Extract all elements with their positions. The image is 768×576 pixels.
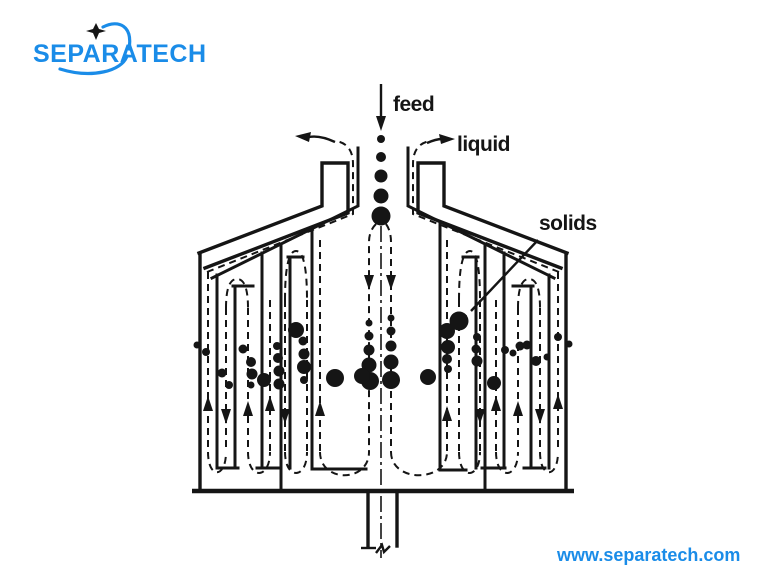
channel-dashes-left [207, 240, 321, 452]
liquid-arrow-right-head [439, 134, 455, 144]
vessel-shell [192, 146, 574, 494]
outlet-pipe [361, 226, 399, 558]
liquid-arrow-left-head [295, 132, 311, 142]
plume-left [368, 223, 377, 452]
solids-callout: solids [452, 212, 597, 330]
feed-arrow-head [376, 116, 386, 131]
liquid-label: liquid [457, 133, 510, 156]
top-loop [225, 277, 249, 309]
logo-swoosh-upper-arc [101, 22, 132, 51]
liquid-arrow-left-tail [308, 135, 336, 144]
top-loop [517, 277, 541, 309]
plate-capped [286, 255, 305, 470]
top-loop [284, 249, 308, 301]
logo-text: SEPARATECH [33, 40, 207, 68]
flow-path-dashes [206, 140, 560, 477]
bottom-uturn [207, 451, 227, 473]
bottom-uturn [247, 451, 271, 474]
plume-right [385, 223, 392, 452]
feed-label: feed [393, 93, 434, 116]
solids-dots [193, 311, 573, 390]
lamella-plates [215, 220, 551, 492]
plate-capped [231, 284, 255, 470]
logo-swoosh-lower-arc [58, 54, 129, 76]
roof-flow-right [412, 140, 560, 273]
logo-star-icon [86, 23, 106, 40]
pipe-break-mark [375, 542, 391, 555]
plate-capped [511, 284, 535, 470]
solids-label: solids [539, 212, 597, 235]
liquid-arrow-right-tail [426, 137, 443, 145]
plate-with-shoe [438, 220, 468, 472]
flow-arrowheads [203, 275, 563, 424]
bottom-uturn [284, 451, 308, 474]
website-link[interactable]: www.separatech.com [556, 545, 740, 565]
bottom-uturn [458, 451, 481, 474]
liquid-outlets: liquid [295, 132, 511, 156]
roof-outer-wall-left [196, 161, 350, 271]
top-loop [458, 249, 481, 301]
bottom-uturn [539, 451, 559, 473]
bottom-uturn [319, 451, 370, 477]
roof-flow-left [206, 140, 354, 273]
plate-with-shoe [310, 227, 368, 471]
bottom-uturn [390, 451, 448, 477]
feed-inlet: feed [376, 84, 435, 131]
brand-logo: SEPARATECH [33, 22, 207, 76]
bottom-uturn [495, 451, 519, 474]
feed-stream-dots [371, 135, 391, 226]
channel-dashes-right [446, 240, 559, 452]
